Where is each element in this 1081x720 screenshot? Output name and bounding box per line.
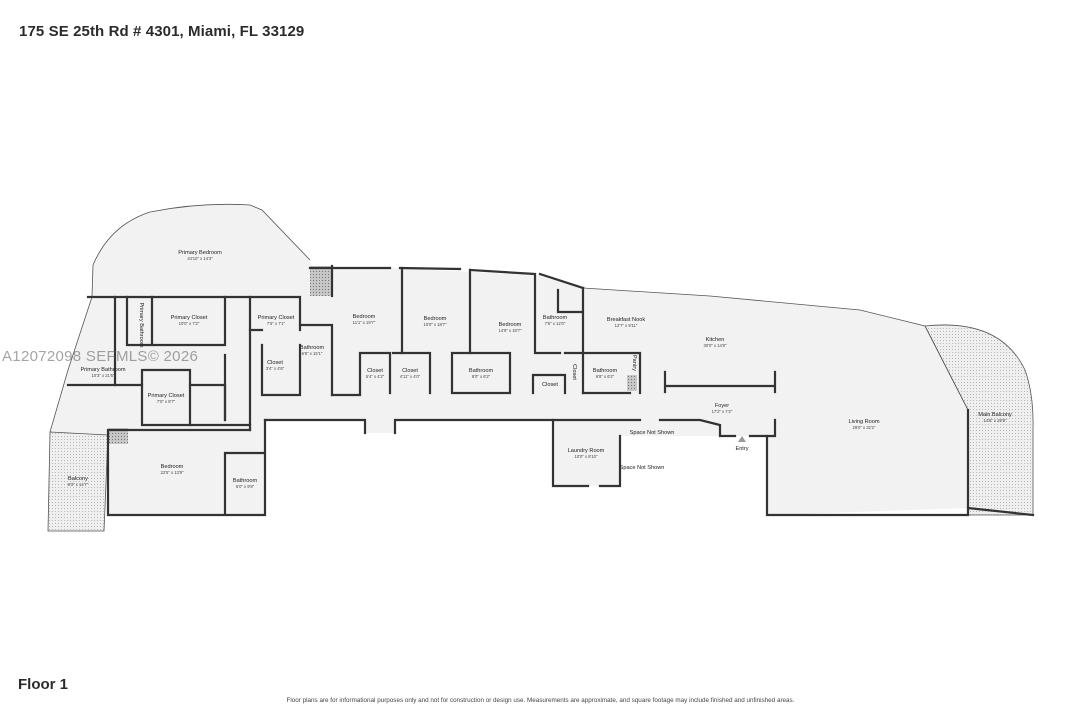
room-dims: 6'0" x 9'8" [236, 484, 255, 489]
room-name: Bathroom [543, 315, 568, 321]
room-name: Primary Bathroom [138, 302, 144, 347]
walls [66, 264, 1035, 517]
balcony-floor [47, 431, 109, 532]
room-dims: 14'9" x 18'7" [499, 328, 522, 333]
room-name: Primary Bathroom [80, 367, 125, 373]
room-name: Closet [571, 364, 577, 380]
room-name: Bedroom [424, 316, 447, 322]
room-dims: 7'0" x 8'7" [157, 399, 176, 404]
room-dims: 24'10" x 14'3" [187, 256, 213, 261]
room-name: Foyer [715, 403, 729, 409]
room-name: Main Balcony [978, 412, 1012, 418]
room-name: Bathroom [300, 345, 325, 351]
room-name: Closet [267, 360, 283, 366]
room-dims: 8'0" x 6'2" [472, 374, 491, 379]
room-name: Closet [367, 368, 383, 374]
main-balcony-floor [924, 324, 1034, 516]
room-name: Space Not Shown [620, 465, 665, 471]
room-dims: 12'7" x 9'11" [615, 323, 638, 328]
listing-address: 175 SE 25th Rd # 4301, Miami, FL 33129 [19, 23, 305, 40]
room-name: Bedroom [161, 464, 184, 470]
room-dims: 7'6" x 12'0" [545, 321, 566, 326]
room-dims: 22'5" x 13'9" [161, 470, 184, 475]
room-name: Space Not Shown [630, 430, 675, 436]
room-dims: 6'8" x 15'1" [302, 351, 323, 356]
room-dims: 7'5" x 7'1" [267, 321, 286, 326]
room-name: Primary Closet [171, 315, 208, 321]
room-dims: 5'4" x 4'2" [366, 374, 385, 379]
room-name: Balcony [68, 476, 88, 482]
room-name: Kitchen [706, 337, 725, 343]
room-name: Bedroom [353, 314, 376, 320]
room-dims: 10'3" x 21'6" [92, 373, 115, 378]
room-dims: 29'0" x 32'2" [853, 425, 876, 430]
room-dims: 6'8" x 6'2" [596, 374, 615, 379]
mls-watermark: A12072098 SEFMLS© 2026 [2, 348, 199, 365]
room-labels: Primary Bedroom 24'10" x 14'3" Primary C… [68, 250, 1012, 489]
entry-arrow-icon [738, 436, 746, 442]
exterior-glass [49, 296, 93, 433]
room-name: Laundry Room [568, 448, 605, 454]
disclaimer-text: Floor plans are for informational purpos… [286, 697, 795, 704]
room-name: Primary Closet [258, 315, 295, 321]
room-dims: 10'0" x 18'7" [424, 322, 447, 327]
room-name: Closet [402, 368, 418, 374]
room-name: Primary Bedroom [178, 250, 222, 256]
floor-label: Floor 1 [18, 676, 69, 693]
room-dims: 8'3" x 14'7" [68, 482, 89, 487]
column [108, 428, 128, 444]
room-dims: 4'11" x 4'0" [400, 374, 421, 379]
column [310, 266, 332, 296]
room-dims: 10'0" x 7'2" [179, 321, 200, 326]
room-name: Primary Closet [148, 393, 185, 399]
room-dims: 30'0" x 14'8" [704, 343, 727, 348]
column [627, 375, 637, 391]
room-name: Closet [542, 382, 558, 388]
room-name: Bathroom [233, 478, 258, 484]
room-name: Living Room [848, 419, 879, 425]
room-dims: 14'8" x 29'9" [984, 418, 1007, 423]
room-name: Bedroom [499, 322, 522, 328]
room-dims: 3'4" x 4'6" [266, 366, 285, 371]
room-dims: 17'2" x 7'2" [712, 409, 733, 414]
room-name: Bathroom [593, 368, 618, 374]
exterior-glass [582, 287, 969, 411]
room-name: Pantry [631, 355, 637, 371]
room-name: Entry [735, 446, 748, 452]
exterior-glass [91, 203, 311, 298]
room-dims: 11'1" x 19'7" [353, 320, 376, 325]
room-name: Bathroom [469, 368, 494, 374]
room-dims: 10'0" x 8'10" [575, 454, 598, 459]
room-name: Breakfast Nook [607, 317, 645, 323]
